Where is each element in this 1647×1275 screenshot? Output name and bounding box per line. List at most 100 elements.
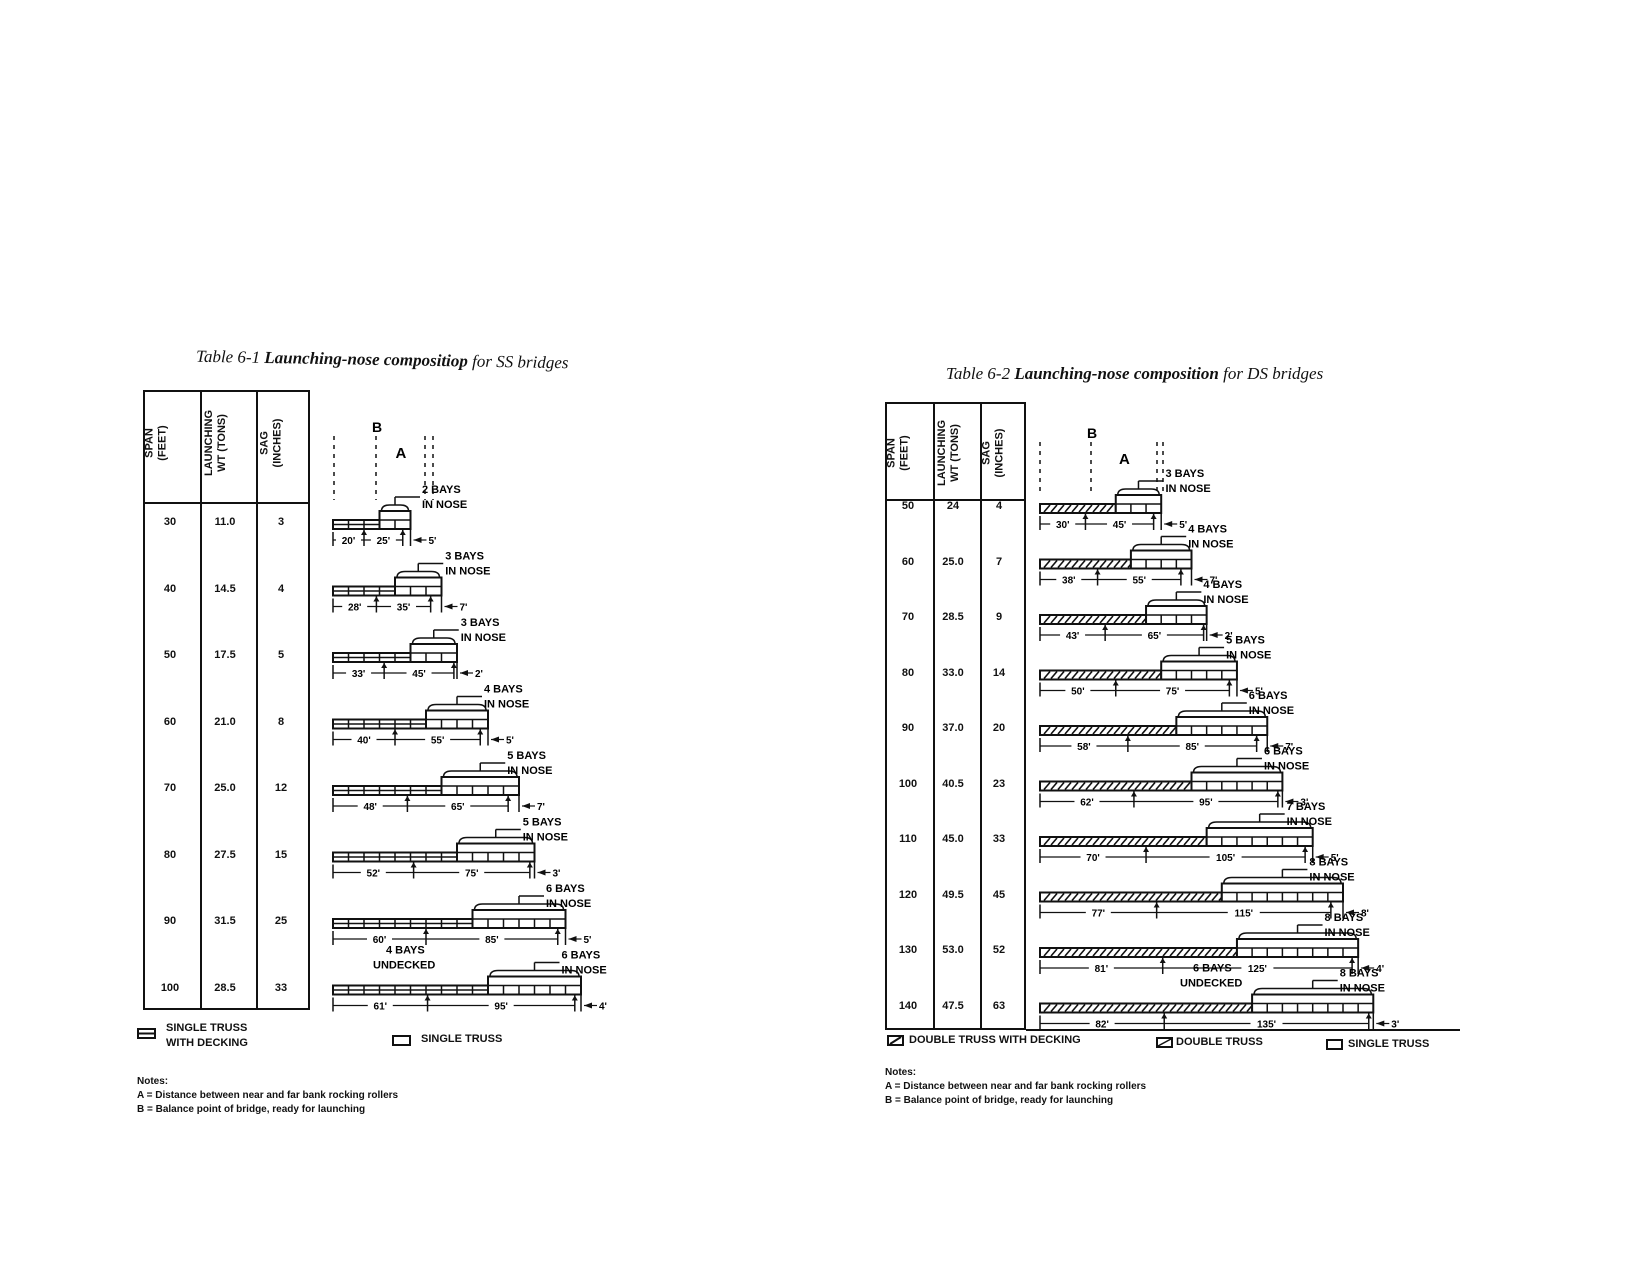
- hatch-mark: [1057, 948, 1065, 957]
- hatch-mark: [1071, 559, 1079, 569]
- table-cell-span: 90: [901, 722, 915, 734]
- hatch-mark: [1106, 892, 1114, 902]
- dimension-d3-label: 7': [1285, 742, 1293, 753]
- nose-label: IN NOSE: [461, 632, 506, 644]
- table-cell-span: 80: [901, 666, 915, 679]
- balance-arrow: [1161, 1013, 1168, 1019]
- hatch-mark: [1183, 892, 1191, 902]
- table-cell-span: 50: [163, 649, 177, 661]
- table-cell-wt: 37.0: [942, 722, 964, 734]
- label-background: [342, 600, 368, 613]
- hatch-mark: [1078, 1003, 1086, 1013]
- label-background: [1209, 851, 1242, 863]
- hatch-mark: [1064, 948, 1072, 957]
- hatch-mark: [1057, 837, 1065, 846]
- label-background: [445, 800, 471, 812]
- hatch-mark: [1204, 1003, 1212, 1013]
- dimension-d2-label: 95': [494, 1002, 508, 1013]
- ds-data-table: [885, 402, 1026, 1030]
- hatch-mark: [1043, 837, 1051, 846]
- hatch-mark: [1050, 615, 1058, 624]
- hatch-mark: [1085, 837, 1093, 846]
- ds-table-title: Table 6-2 Launching-nose composition for…: [946, 364, 1323, 384]
- hatch-mark: [1127, 615, 1135, 624]
- table-cell-sag: 7: [995, 555, 1003, 568]
- label-background: [1089, 1017, 1115, 1030]
- dimension-d3-label: 5': [429, 536, 437, 547]
- hatch-mark: [1169, 892, 1177, 902]
- dimension-d3-label: 7': [1210, 576, 1218, 587]
- dimension-d3-label: 3': [1391, 1020, 1399, 1031]
- dimension-d3-label: 5': [584, 935, 592, 946]
- hatch-mark: [1176, 948, 1184, 957]
- column-divider: [256, 392, 258, 1008]
- hatch-mark: [1092, 504, 1100, 513]
- label-background: [1085, 906, 1111, 919]
- dimension-d1-label: 28': [348, 603, 362, 614]
- nose-label: IN NOSE: [1203, 594, 1248, 606]
- legend-label: DOUBLE TRUSS WITH DECKING: [909, 1034, 1081, 1046]
- dimension-d3-label: 5': [1179, 520, 1187, 531]
- dimension-d3-label: 4': [1376, 964, 1384, 975]
- label-background: [425, 733, 451, 746]
- hatch-mark: [1176, 1003, 1184, 1013]
- hatch-mark: [1106, 837, 1114, 846]
- hatch-mark: [1127, 837, 1135, 846]
- notes-title: Notes:: [137, 1076, 169, 1087]
- hatch-mark: [1113, 948, 1121, 957]
- column-divider: [980, 404, 982, 1028]
- hatch-mark: [1113, 837, 1121, 846]
- hatch-mark: [1113, 670, 1121, 680]
- hatch-mark: [1141, 892, 1149, 902]
- table-cell-sag: 33: [274, 981, 288, 994]
- hatch-mark: [1099, 837, 1107, 846]
- nose-label: IN NOSE: [1325, 927, 1370, 939]
- nose-label: IN NOSE: [1340, 983, 1385, 995]
- roller-arrow: [399, 530, 406, 535]
- hatch-mark: [1057, 504, 1065, 513]
- legend-label: SINGLE TRUSS: [1348, 1038, 1430, 1050]
- single-truss-icon: [392, 1035, 411, 1046]
- hatch-mark: [1071, 1003, 1079, 1013]
- table-cell-wt: 40.5: [942, 777, 964, 790]
- table-cell-sag: 15: [274, 848, 288, 861]
- hatch-mark: [1127, 670, 1135, 680]
- dimension-d2-label: 55': [1132, 576, 1146, 587]
- hatch-mark: [1134, 726, 1142, 735]
- hatch-mark: [1078, 781, 1086, 791]
- bays-label: 8 BAYS: [1325, 912, 1364, 924]
- balance-arrow: [423, 929, 429, 934]
- table-cell-span: 110: [899, 833, 917, 845]
- label-background: [1193, 795, 1219, 808]
- table-cell-span: 90: [163, 915, 177, 927]
- table-cell-sag: 45: [992, 888, 1006, 901]
- bays-label: 5 BAYS: [1226, 635, 1265, 647]
- label-background: [488, 999, 514, 1012]
- hatch-mark: [1127, 948, 1135, 957]
- hatch-mark: [1099, 892, 1107, 902]
- hatch-mark: [1232, 1003, 1240, 1013]
- table-cell-span: 80: [163, 848, 177, 861]
- roller-arrow: [1200, 625, 1207, 630]
- label-background: [1227, 906, 1260, 919]
- dimension-d1-label: 50': [1071, 687, 1085, 698]
- hatch-mark: [1078, 892, 1086, 902]
- hatch-mark: [1092, 892, 1100, 902]
- balance-arrow: [1143, 847, 1150, 852]
- hatch-mark: [1155, 1003, 1163, 1013]
- balance-arrow: [392, 729, 398, 735]
- label-background: [391, 600, 417, 613]
- table-cell-wt: 45.0: [942, 833, 964, 845]
- hatch-mark: [1092, 837, 1100, 846]
- label-background: [1241, 962, 1274, 974]
- hatch-mark: [1197, 948, 1205, 957]
- balance-arrow: [373, 596, 380, 602]
- bays-label: 3 BAYS: [461, 617, 500, 629]
- hatch-mark: [1106, 1003, 1114, 1013]
- hatch-mark: [1120, 781, 1128, 791]
- balance-arrow: [424, 995, 431, 1001]
- hatch-mark: [1043, 670, 1051, 680]
- undecked-bays-label: 6 BAYS: [1193, 963, 1232, 975]
- hatch-mark: [1141, 670, 1149, 680]
- dimension-d1-label: 30': [1056, 520, 1070, 531]
